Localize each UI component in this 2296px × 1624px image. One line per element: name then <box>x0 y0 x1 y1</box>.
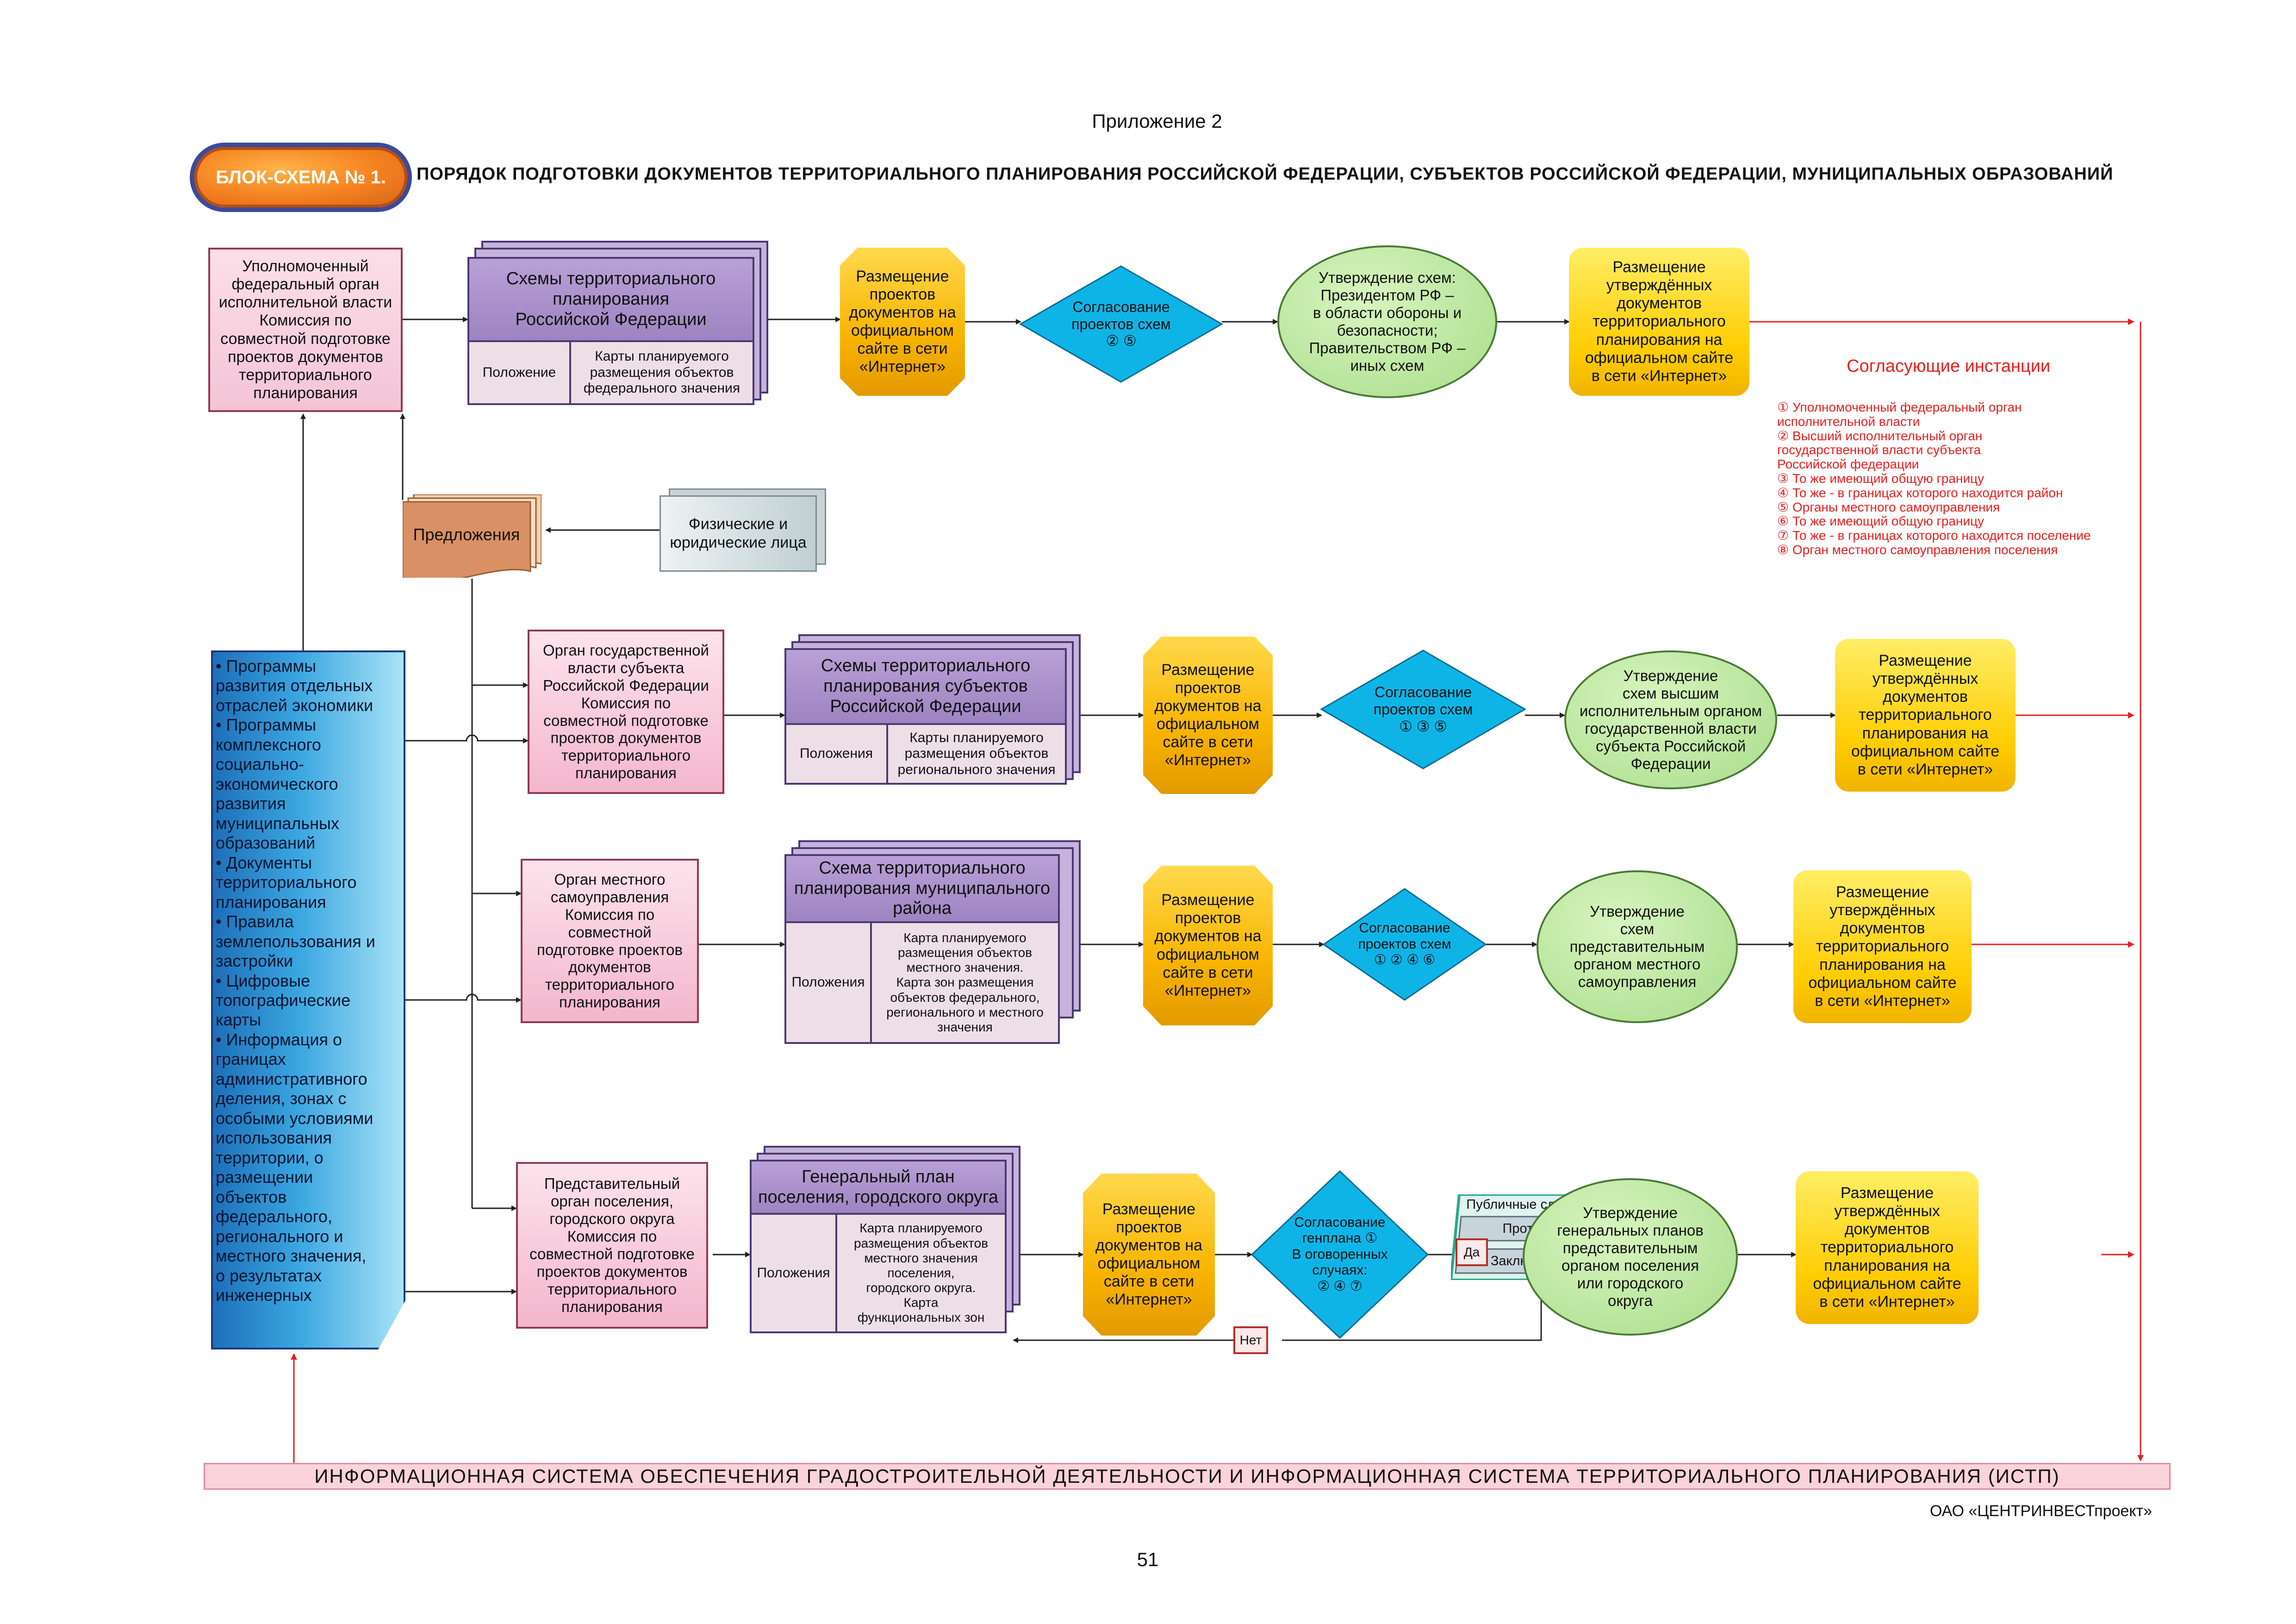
legend-item: ⑥ То же имеющий общую границу <box>1777 514 1985 529</box>
r2-approve-oval: Утверждение схем высшим исполнительным о… <box>1564 650 1777 789</box>
legend-title: Согласующие инстанции <box>1847 356 2051 376</box>
r4-docs-title: Генеральный план поселения, городского о… <box>752 1162 1005 1215</box>
r3-authority-box: Орган местного самоуправления Комиссия п… <box>521 859 699 1023</box>
sources-list: • Программы развития отдельных отраслей … <box>216 656 375 1305</box>
proposals-shape <box>403 494 541 578</box>
r3-docs-title: Схема территориального планирования муни… <box>786 856 1058 923</box>
r1-docs-card: Схемы территориального планирования Росс… <box>467 257 754 405</box>
r2-publish-box: Размещение проектов документов на официа… <box>1143 637 1273 794</box>
r3-docs-right: Карта планируемого размещения объектов м… <box>872 923 1058 1042</box>
r3-agree-diamond <box>1322 888 1487 1001</box>
info-system-bar: ИНФОРМАЦИОННАЯ СИСТЕМА ОБЕСПЕЧЕНИЯ ГРАДО… <box>204 1463 2171 1490</box>
legend-item: ⑧ Орган местного самоуправления поселени… <box>1777 542 2058 557</box>
legend-item: ① Уполномоченный федеральный орган испол… <box>1777 400 2022 429</box>
r3-final-box: Размещение утверждённых документов терри… <box>1793 870 1972 1023</box>
r2-authority-box: Орган государственной власти субъекта Ро… <box>528 630 724 794</box>
r4-final-box: Размещение утверждённых документов терри… <box>1796 1171 1979 1324</box>
legend-list: ① Уполномоченный федеральный орган испол… <box>1777 400 2194 557</box>
r4-publish-box: Размещение проектов документов на официа… <box>1083 1174 1215 1336</box>
r4-agree-text: Согласование генплана ① В оговоренных сл… <box>1292 1214 1388 1294</box>
r3-docs-card: Схема территориального планирования муни… <box>784 854 1060 1044</box>
r1-docs-right: Карты планируемого размещения объектов ф… <box>571 342 753 403</box>
r3-publish-box: Размещение проектов документов на официа… <box>1143 866 1273 1025</box>
legend-item: ③ То же имеющий общую границу <box>1777 471 1985 486</box>
r3-docs-left: Положения <box>786 923 872 1042</box>
page-number: 51 <box>1137 1549 1159 1570</box>
r2-final-box: Размещение утверждённых документов терри… <box>1835 639 2016 792</box>
sources-panel <box>211 650 405 1349</box>
r4-docs-card: Генеральный план поселения, городского о… <box>750 1160 1007 1333</box>
company-name: ОАО «ЦЕНТРИНВЕСТпроект» <box>1929 1502 2152 1520</box>
flowchart-badge: БЛОК-СХЕМА № 1. <box>194 147 407 207</box>
r2-agree-diamond <box>1320 650 1526 769</box>
r1-agree-text: Согласование проектов схем ② ⑤ <box>1071 298 1171 350</box>
r4-docs-left: Положения <box>752 1215 837 1331</box>
r2-agree-text: Согласование проектов схем ① ③ ⑤ <box>1373 684 1473 735</box>
r2-docs-title: Схемы территориального планирования субъ… <box>786 650 1065 725</box>
r4-authority-box: Представительный орган поселения, городс… <box>516 1162 708 1329</box>
page-title: ПОРЯДОК ПОДГОТОВКИ ДОКУМЕНТОВ ТЕРРИТОРИА… <box>417 164 2114 184</box>
appendix-label: Приложение 2 <box>1092 110 1222 132</box>
r1-docs-title: Схемы территориального планирования Росс… <box>469 259 753 342</box>
legend-item: ④ То же - в границах которого находится … <box>1777 485 2063 500</box>
r3-agree-text: Согласование проектов схем ① ② ④ ⑥ <box>1358 920 1451 968</box>
yes-label: Да <box>1456 1238 1488 1266</box>
r3-approve-oval: Утверждение схем представительным органо… <box>1537 870 1738 1023</box>
legend-item: ⑦ То же - в границах которого находится … <box>1777 528 2091 543</box>
r1-authority-box: Уполномоченный федеральный орган исполни… <box>208 248 403 412</box>
r1-agree-diamond <box>1019 265 1224 383</box>
r2-docs-right: Карты планируемого размещения объектов р… <box>888 725 1065 783</box>
r2-docs-left: Положения <box>786 725 888 783</box>
proposals-label: Предложения <box>413 525 520 544</box>
r4-approve-oval: Утверждение генеральных планов представи… <box>1523 1178 1738 1336</box>
r1-publish-box: Размещение проектов документов на официа… <box>840 248 965 396</box>
r1-docs-left: Положение <box>469 342 571 403</box>
legend-item: ② Высший исполнительный орган государств… <box>1777 428 1983 472</box>
persons-box: Физические и юридические лица <box>660 495 817 572</box>
no-label: Нет <box>1233 1326 1268 1354</box>
r4-docs-right: Карта планируемого размещения объектов м… <box>837 1215 1005 1331</box>
r4-agree-diamond <box>1251 1170 1429 1339</box>
r2-docs-card: Схемы территориального планирования субъ… <box>784 648 1067 785</box>
r1-final-box: Размещение утверждённых документов терри… <box>1569 248 1749 396</box>
r1-approve-oval: Утверждение схем: Президентом РФ – в обл… <box>1277 245 1497 398</box>
legend-item: ⑤ Органы местного самоуправления <box>1777 500 2000 514</box>
